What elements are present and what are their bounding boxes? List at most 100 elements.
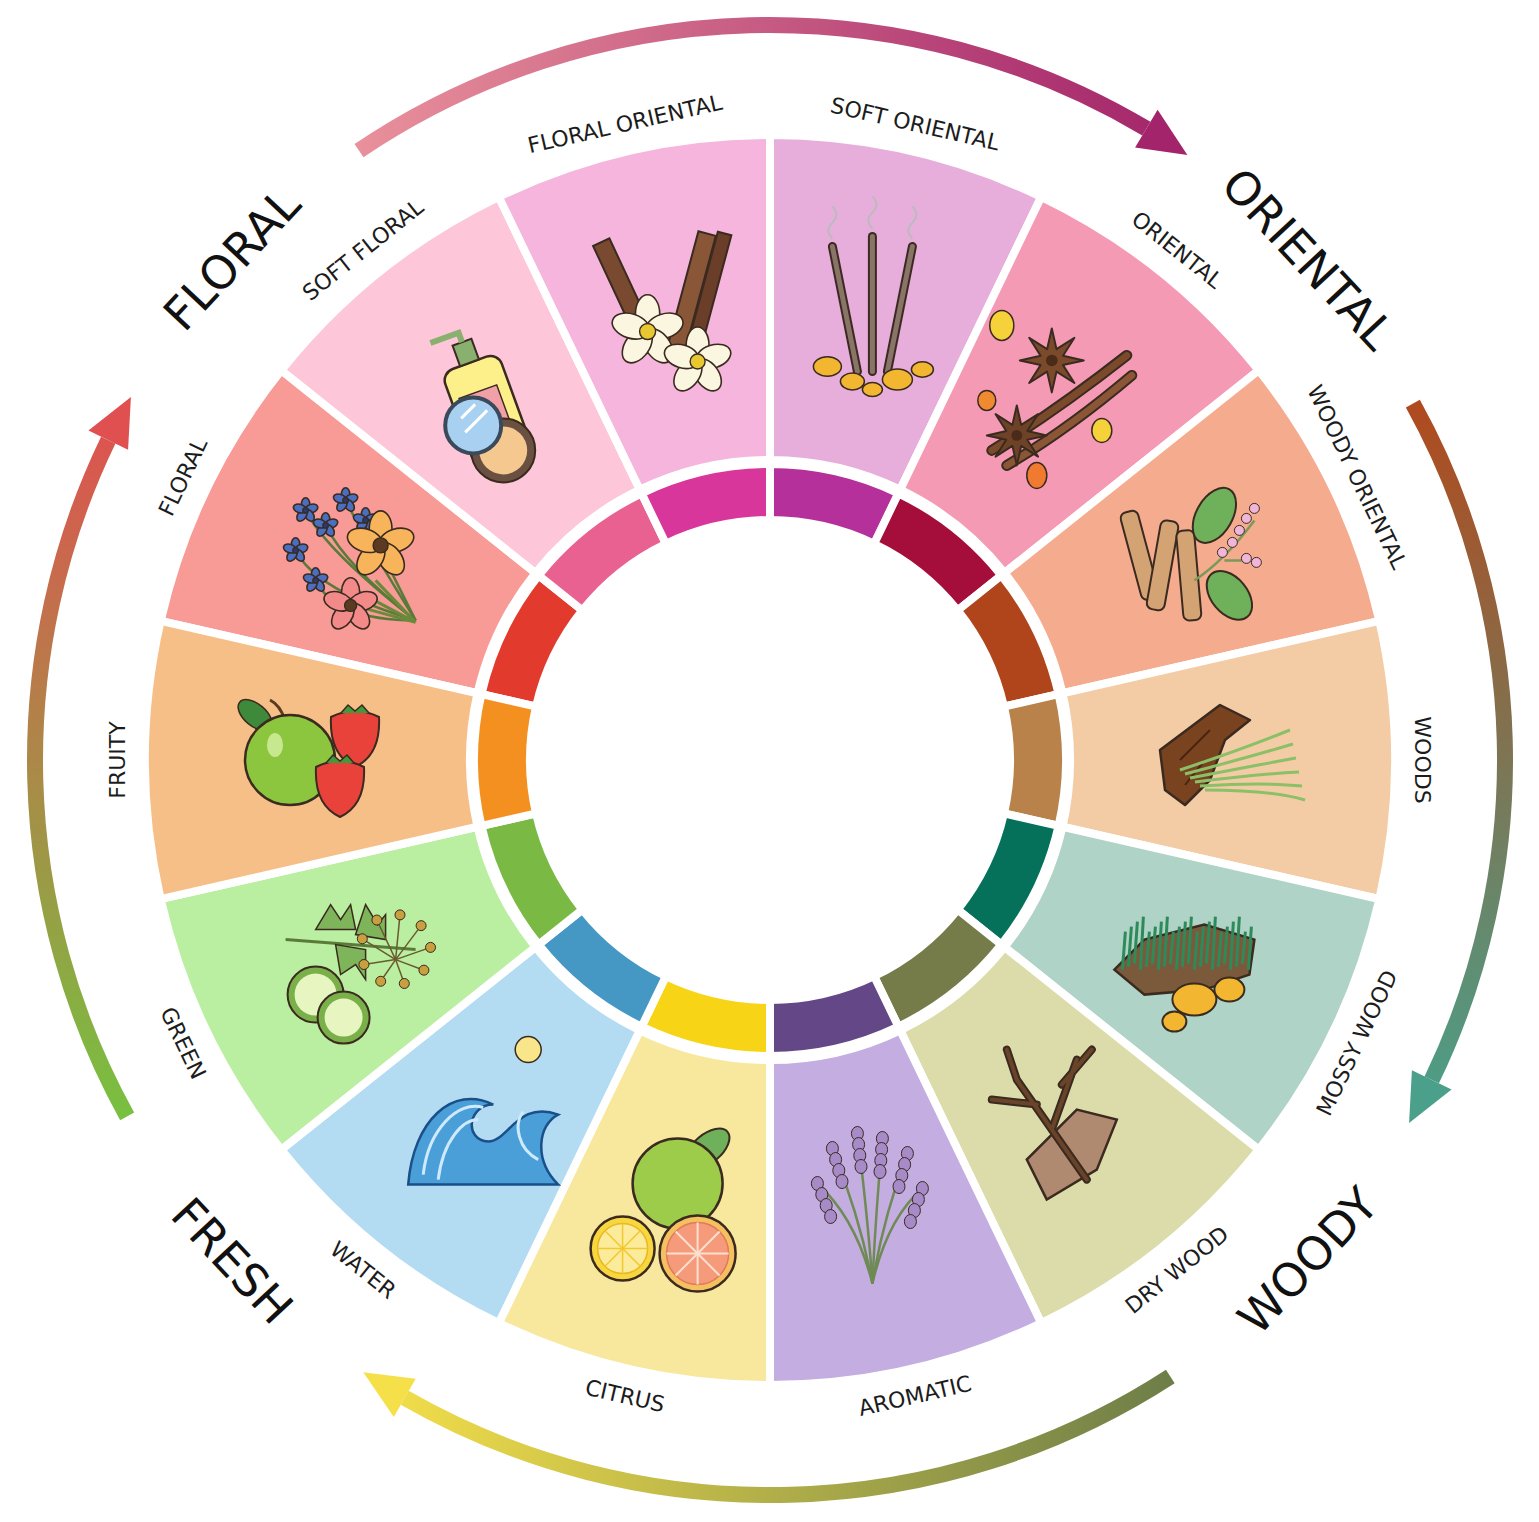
arrow-head bbox=[88, 397, 130, 450]
family-label: WOODY bbox=[1229, 1179, 1386, 1343]
lavender-bud bbox=[825, 1210, 837, 1224]
star-anise bbox=[1020, 328, 1084, 392]
moss bbox=[1242, 932, 1245, 964]
smoke bbox=[908, 207, 916, 239]
moss bbox=[1122, 932, 1125, 970]
vetiver-root bbox=[1205, 790, 1305, 800]
resin-lump bbox=[862, 383, 882, 397]
star-anise-center bbox=[1046, 355, 1058, 367]
segment bbox=[623, 1231, 641, 1249]
cycle-arrow bbox=[405, 1376, 1171, 1495]
sector-illustration bbox=[591, 1121, 737, 1291]
incense-stick bbox=[832, 247, 857, 372]
segment bbox=[605, 1249, 623, 1267]
dill-ray bbox=[396, 915, 400, 960]
sector-shape bbox=[474, 78, 770, 544]
flower-center bbox=[313, 578, 319, 584]
vanilla-pod bbox=[1007, 375, 1132, 465]
incense-stick bbox=[887, 247, 912, 372]
dill-seed bbox=[359, 960, 369, 970]
moss bbox=[1212, 917, 1215, 970]
resin-lump bbox=[840, 373, 864, 390]
segment bbox=[698, 1232, 720, 1254]
flower-center bbox=[373, 538, 388, 553]
sector-illustration bbox=[1119, 480, 1261, 628]
flower-center bbox=[303, 508, 309, 514]
compact-mirror bbox=[445, 397, 501, 453]
flower-center bbox=[293, 548, 299, 554]
star-anise bbox=[987, 405, 1047, 465]
petal bbox=[302, 573, 317, 585]
sector-illustration bbox=[1114, 917, 1254, 1032]
lavender-bud bbox=[836, 1175, 848, 1189]
moss bbox=[1152, 927, 1155, 964]
dill-seed bbox=[395, 910, 405, 920]
dill-seed bbox=[372, 915, 382, 925]
vetiver-root bbox=[1195, 772, 1299, 782]
sector-shape bbox=[770, 976, 1066, 1442]
fragrance-sector: FRUITY bbox=[88, 608, 537, 912]
family-label-holder: ORIENTAL bbox=[1213, 159, 1403, 358]
family-label-holder: WOODY bbox=[1229, 1179, 1386, 1343]
sector-illustration bbox=[430, 322, 535, 482]
moss bbox=[1188, 917, 1191, 964]
moss bbox=[1194, 932, 1197, 970]
segment bbox=[698, 1254, 720, 1276]
sector-illustration bbox=[992, 1050, 1117, 1200]
grapefruit-slice bbox=[660, 1216, 736, 1292]
sector-illustration bbox=[811, 1127, 928, 1284]
lemon-flesh bbox=[598, 1224, 648, 1274]
herb-flower bbox=[1234, 525, 1244, 535]
vetiver-root bbox=[1200, 784, 1302, 786]
sector-ring bbox=[1004, 694, 1066, 826]
sector-illustration bbox=[233, 694, 380, 817]
sector-label-holder: CITRUS bbox=[583, 1375, 667, 1415]
arrow-head bbox=[1409, 1070, 1451, 1123]
sector-label: FRUITY bbox=[106, 721, 129, 798]
apple-shine bbox=[267, 733, 283, 757]
segment bbox=[623, 1249, 641, 1267]
petal bbox=[292, 503, 307, 515]
resin-lump bbox=[882, 369, 912, 390]
stone bbox=[1214, 978, 1244, 1002]
stone bbox=[1162, 1012, 1186, 1032]
moss bbox=[1158, 922, 1161, 970]
strawberry-leaves bbox=[341, 705, 369, 713]
sector-label-holder: WOODS bbox=[1410, 716, 1433, 803]
dill-seed bbox=[357, 934, 367, 944]
smoke bbox=[828, 207, 836, 239]
wood-stick bbox=[1146, 519, 1179, 611]
family-label: FLORAL bbox=[156, 179, 310, 339]
vanilla-pod bbox=[1007, 375, 1132, 465]
segment bbox=[676, 1254, 698, 1276]
cucumber-slice bbox=[318, 992, 370, 1044]
segment bbox=[698, 1253, 729, 1255]
cinnamon-stick bbox=[593, 238, 660, 354]
pump-nozzle bbox=[430, 333, 462, 353]
arrow-head bbox=[363, 1372, 415, 1417]
lemon-slice bbox=[591, 1217, 655, 1281]
sector-ring bbox=[770, 976, 898, 1056]
flower-center bbox=[343, 498, 349, 504]
segment bbox=[598, 1248, 623, 1250]
sector-illustration bbox=[593, 231, 734, 396]
dill-seed bbox=[419, 965, 429, 975]
family-label-holder: FLORAL bbox=[156, 179, 310, 339]
dry-branch bbox=[992, 1050, 1092, 1180]
sun bbox=[515, 1037, 541, 1063]
sector-illustration bbox=[408, 1037, 558, 1185]
star-anise-center bbox=[1011, 430, 1022, 441]
family-label: ORIENTAL bbox=[1213, 159, 1403, 358]
petal bbox=[332, 493, 347, 505]
petal bbox=[282, 543, 297, 555]
moss bbox=[1140, 917, 1143, 970]
moss bbox=[1176, 927, 1179, 970]
bottle-pump bbox=[453, 339, 479, 367]
dill-seed bbox=[399, 979, 409, 989]
resin-drop bbox=[1092, 418, 1112, 442]
family-label-holder: FRESH bbox=[163, 1189, 301, 1333]
sector-label: CITRUS bbox=[583, 1375, 667, 1415]
sector-ring bbox=[958, 575, 1059, 706]
moss bbox=[1248, 927, 1251, 970]
leaf bbox=[1184, 480, 1245, 550]
